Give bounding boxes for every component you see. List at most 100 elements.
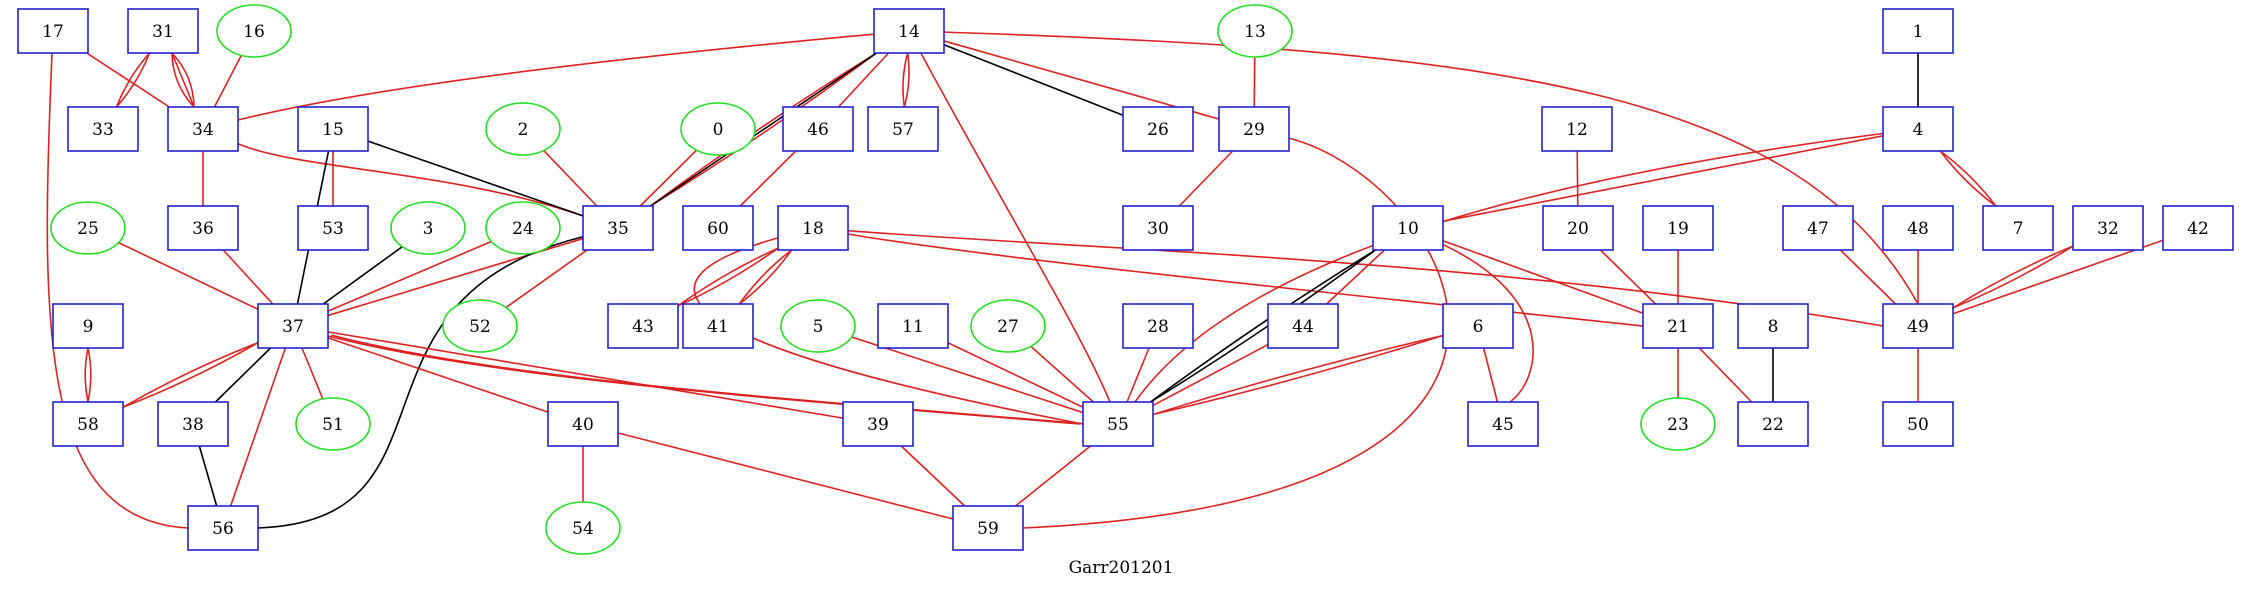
node-27-ellipse	[970, 299, 1046, 353]
edge-37-58-2	[122, 341, 259, 408]
node-label: 29	[1243, 120, 1265, 140]
node-46-box	[782, 106, 854, 152]
node-13[interactable]: 13	[1217, 4, 1293, 58]
node-43[interactable]: 43	[607, 303, 679, 349]
node-17[interactable]: 17	[17, 8, 89, 54]
node-54[interactable]: 54	[545, 501, 621, 555]
node-39[interactable]: 39	[842, 401, 914, 447]
node-18-box	[777, 205, 849, 251]
node-4-box	[1882, 106, 1954, 152]
node-28[interactable]: 28	[1122, 303, 1194, 349]
node-38[interactable]: 38	[157, 401, 229, 447]
node-16[interactable]: 16	[216, 4, 292, 58]
node-29-box	[1218, 106, 1290, 152]
node-3[interactable]: 3	[390, 201, 466, 255]
node-21[interactable]: 21	[1642, 303, 1714, 349]
node-25[interactable]: 25	[50, 201, 126, 255]
node-label: 43	[632, 317, 654, 337]
node-20[interactable]: 20	[1542, 205, 1614, 251]
edge-37-58-1	[122, 342, 259, 409]
node-25-ellipse	[50, 201, 126, 255]
node-8[interactable]: 8	[1737, 303, 1809, 349]
edge-3-37	[322, 246, 403, 305]
node-21-box	[1642, 303, 1714, 349]
edge-14-49	[943, 31, 1919, 305]
edge-21-22	[1698, 347, 1753, 403]
node-label: 56	[212, 519, 234, 539]
node-11[interactable]: 11	[877, 303, 949, 349]
node-46[interactable]: 46	[782, 106, 854, 152]
node-7-box	[1982, 205, 2054, 251]
node-label: 30	[1147, 219, 1169, 239]
node-34[interactable]: 34	[167, 106, 239, 152]
node-32[interactable]: 32	[2072, 205, 2144, 251]
node-29[interactable]: 29	[1218, 106, 1290, 152]
node-49[interactable]: 49	[1882, 303, 1954, 349]
node-56[interactable]: 56	[187, 505, 259, 551]
node-5-ellipse	[780, 299, 856, 353]
edge-39-59	[900, 445, 966, 507]
edge-47-49	[1839, 249, 1897, 305]
node-15[interactable]: 15	[297, 106, 369, 152]
edge-40-59	[617, 432, 954, 520]
edge-18-41-2	[738, 249, 793, 305]
edge-28-55	[1126, 347, 1150, 403]
node-1[interactable]: 1	[1882, 8, 1954, 54]
node-9[interactable]: 9	[52, 303, 124, 349]
node-41[interactable]: 41	[682, 303, 754, 349]
node-10[interactable]: 10	[1372, 205, 1444, 251]
edge-35-56	[257, 235, 584, 529]
node-59[interactable]: 59	[952, 505, 1024, 551]
node-2[interactable]: 2	[485, 102, 561, 156]
node-47-box	[1782, 205, 1854, 251]
node-55[interactable]: 55	[1082, 401, 1154, 447]
node-36-box	[167, 205, 239, 251]
node-12[interactable]: 12	[1541, 106, 1613, 152]
edge-4-55	[1134, 132, 1884, 403]
node-58[interactable]: 58	[52, 401, 124, 447]
node-36[interactable]: 36	[167, 205, 239, 251]
node-label: 2	[518, 120, 529, 140]
node-label: 26	[1147, 120, 1169, 140]
node-6[interactable]: 6	[1442, 303, 1514, 349]
node-24[interactable]: 24	[485, 201, 561, 255]
node-26[interactable]: 26	[1122, 106, 1194, 152]
node-label: 46	[807, 120, 829, 140]
node-14[interactable]: 14	[873, 8, 945, 54]
node-4[interactable]: 4	[1882, 106, 1954, 152]
node-label: 6	[1473, 317, 1484, 337]
node-5[interactable]: 5	[780, 299, 856, 353]
node-44[interactable]: 44	[1267, 303, 1339, 349]
node-42[interactable]: 42	[2162, 205, 2234, 251]
node-31[interactable]: 31	[127, 8, 199, 54]
node-42-box	[2162, 205, 2234, 251]
node-9-box	[52, 303, 124, 349]
node-19[interactable]: 19	[1642, 205, 1714, 251]
node-54-ellipse	[545, 501, 621, 555]
edge-31-34-2	[171, 52, 195, 108]
node-22[interactable]: 22	[1737, 401, 1809, 447]
edge-31-33-2	[115, 52, 151, 108]
node-53[interactable]: 53	[297, 205, 369, 251]
node-37[interactable]: 37	[257, 303, 329, 349]
edge-14-55	[920, 52, 1111, 403]
node-18[interactable]: 18	[777, 205, 849, 251]
node-33[interactable]: 33	[67, 106, 139, 152]
node-0[interactable]: 0	[680, 102, 756, 156]
node-52[interactable]: 52	[442, 299, 518, 353]
node-35[interactable]: 35	[582, 205, 654, 251]
node-47[interactable]: 47	[1782, 205, 1854, 251]
node-27[interactable]: 27	[970, 299, 1046, 353]
node-57[interactable]: 57	[867, 106, 939, 152]
node-50[interactable]: 50	[1882, 401, 1954, 447]
node-45[interactable]: 45	[1467, 401, 1539, 447]
node-23[interactable]: 23	[1640, 397, 1716, 451]
node-30[interactable]: 30	[1122, 205, 1194, 251]
node-60[interactable]: 60	[682, 205, 754, 251]
node-label: 39	[867, 415, 889, 435]
node-48[interactable]: 48	[1882, 205, 1954, 251]
node-7[interactable]: 7	[1982, 205, 2054, 251]
node-35-box	[582, 205, 654, 251]
node-40[interactable]: 40	[547, 401, 619, 447]
node-51[interactable]: 51	[295, 397, 371, 451]
